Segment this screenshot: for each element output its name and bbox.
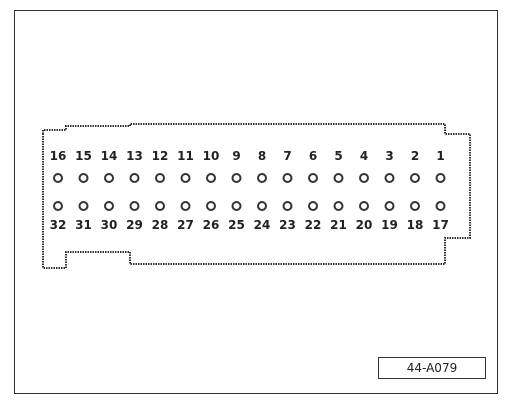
pin-hole-8 (257, 173, 267, 183)
pin-label-4: 4 (360, 149, 368, 163)
diagram-frame (14, 10, 498, 394)
pin-label-32: 32 (50, 218, 67, 232)
pin-hole-17 (435, 201, 446, 211)
pin-label-24: 24 (254, 218, 271, 232)
pin-label-17: 17 (432, 218, 449, 232)
pin-label-14: 14 (101, 149, 118, 163)
pin-label-22: 22 (305, 218, 322, 232)
pin-label-10: 10 (203, 149, 220, 163)
pin-hole-20 (359, 201, 369, 211)
pin-label-2: 2 (411, 149, 419, 163)
pin-label-13: 13 (126, 149, 143, 163)
pin-label-11: 11 (177, 149, 194, 163)
pin-hole-14 (104, 173, 114, 183)
pin-hole-6 (308, 173, 318, 183)
reference-code-box: 44-A079 (378, 357, 486, 379)
pin-label-27: 27 (177, 218, 194, 232)
pin-label-30: 30 (101, 218, 118, 232)
pin-label-12: 12 (152, 149, 169, 163)
pin-hole-10 (206, 173, 216, 183)
pin-label-1: 1 (436, 149, 444, 163)
pin-hole-25 (231, 201, 242, 211)
pin-hole-30 (104, 201, 114, 211)
pin-hole-19 (384, 201, 395, 211)
pin-label-7: 7 (283, 149, 291, 163)
pin-label-6: 6 (309, 149, 317, 163)
pin-label-28: 28 (152, 218, 169, 232)
pin-label-15: 15 (75, 149, 92, 163)
pin-hole-31 (78, 201, 89, 211)
pin-hole-15 (78, 173, 89, 183)
pin-label-8: 8 (258, 149, 266, 163)
pin-label-5: 5 (334, 149, 342, 163)
pin-label-25: 25 (228, 218, 245, 232)
pin-label-23: 23 (279, 218, 296, 232)
pin-hole-3 (384, 173, 395, 183)
pin-hole-18 (410, 201, 420, 211)
pin-hole-12 (155, 173, 165, 183)
pin-label-20: 20 (356, 218, 373, 232)
pin-hole-28 (155, 201, 165, 211)
connector-housing (42, 123, 471, 269)
pin-hole-7 (282, 173, 293, 183)
pin-hole-13 (129, 173, 140, 183)
pin-label-3: 3 (385, 149, 393, 163)
pin-hole-23 (282, 201, 293, 211)
pin-hole-26 (206, 201, 216, 211)
pin-label-19: 19 (381, 218, 398, 232)
pin-label-29: 29 (126, 218, 143, 232)
pin-label-9: 9 (232, 149, 240, 163)
pin-hole-16 (53, 173, 63, 183)
pin-hole-1 (435, 173, 446, 183)
pin-hole-24 (257, 201, 267, 211)
pin-hole-5 (333, 173, 344, 183)
pin-hole-22 (308, 201, 318, 211)
pin-label-31: 31 (75, 218, 92, 232)
pin-hole-27 (180, 201, 191, 211)
reference-code: 44-A079 (406, 361, 458, 375)
pin-hole-9 (231, 173, 242, 183)
pin-label-18: 18 (407, 218, 424, 232)
pin-label-26: 26 (203, 218, 220, 232)
pin-hole-29 (129, 201, 140, 211)
pin-label-21: 21 (330, 218, 347, 232)
pin-hole-2 (410, 173, 420, 183)
pin-hole-11 (180, 173, 191, 183)
pin-label-16: 16 (50, 149, 67, 163)
pin-hole-21 (333, 201, 344, 211)
pin-hole-32 (53, 201, 63, 211)
pin-hole-4 (359, 173, 369, 183)
